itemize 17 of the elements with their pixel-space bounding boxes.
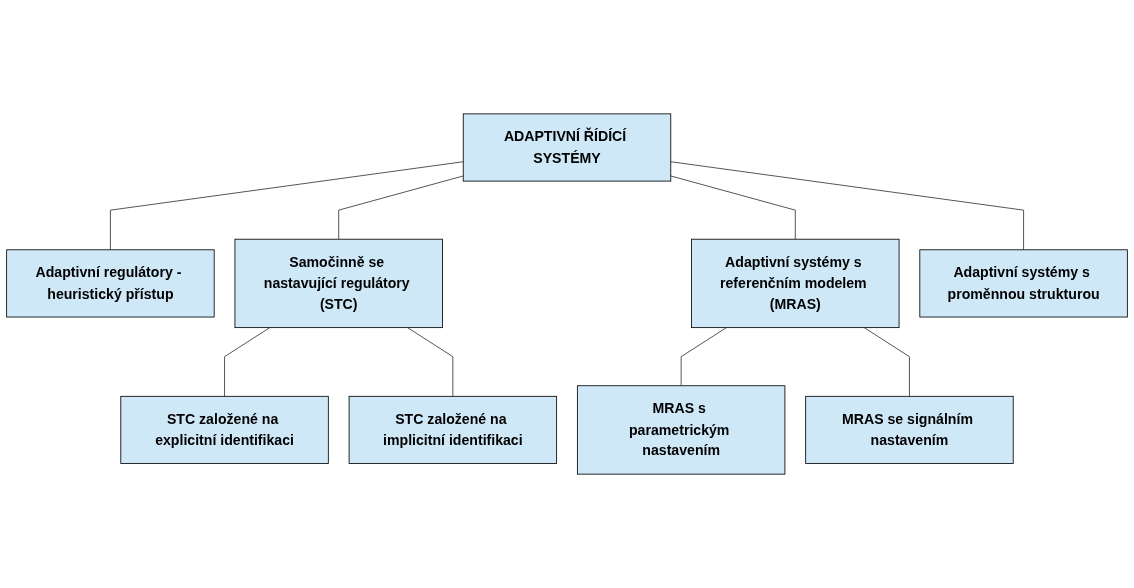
node-box: MRAS s parametrickým nastavením (576, 385, 786, 475)
node-box: MRAS se signálním nastavením (805, 395, 1014, 464)
node-box: Adaptivní systémy s referenčním modelem (MRAS) (691, 238, 900, 329)
node-box: Samočinně se nastavující regulátory (STC) (234, 238, 443, 329)
connector (224, 327, 271, 397)
node-box: STC založené na explicitní identifikaci (120, 395, 329, 464)
node-box: STC založené na implicitní identifikaci (348, 395, 558, 464)
connector (338, 175, 464, 240)
node-box: ADAPTIVNÍ ŘÍDÍCÍ SYSTÉMY (462, 113, 672, 182)
connector (110, 161, 464, 251)
connector (680, 327, 727, 387)
node-box: Adaptivní systémy s proměnnou strukturou (919, 249, 1128, 318)
connector (407, 327, 454, 397)
connector (863, 327, 910, 397)
connector (670, 161, 1024, 251)
node-box: Adaptivní regulátory - heuristický přístup (6, 249, 215, 318)
connector (670, 175, 796, 240)
